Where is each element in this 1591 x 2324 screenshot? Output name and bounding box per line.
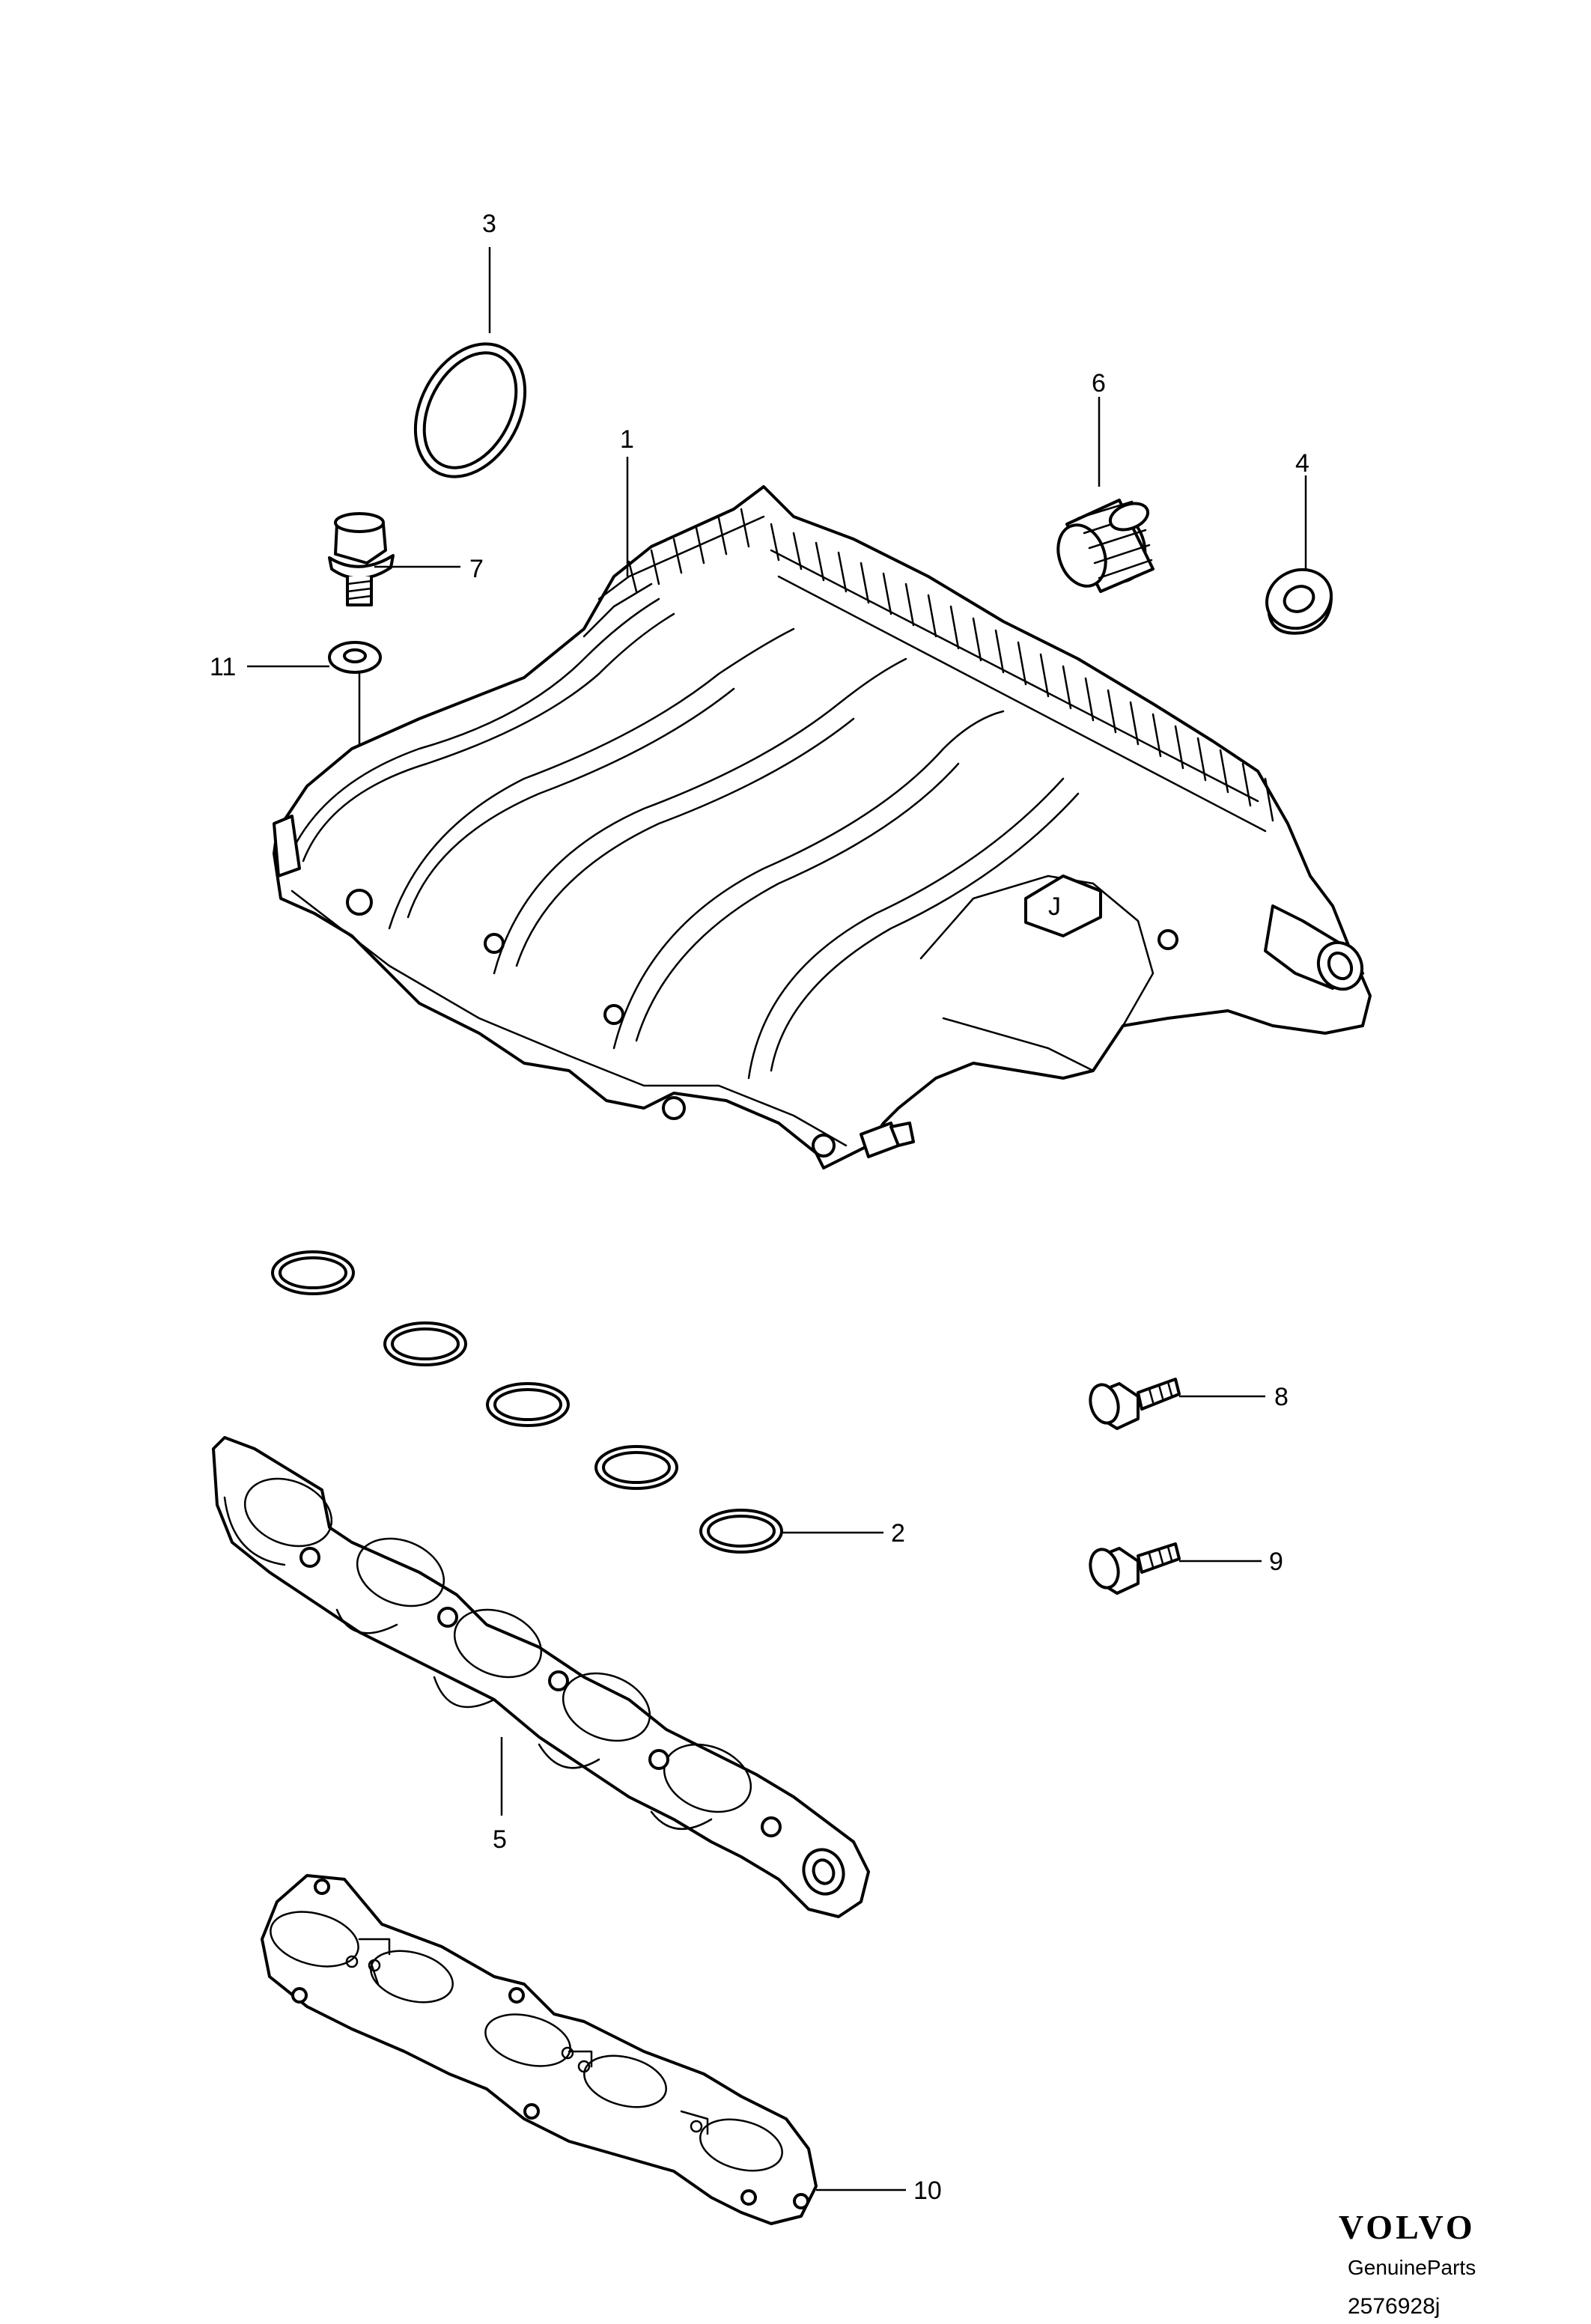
- leader-lines: [247, 247, 1307, 2191]
- callout-4: 4: [1295, 449, 1309, 478]
- part-10-gasket: [261, 1874, 818, 2225]
- callout-1: 1: [620, 425, 634, 454]
- callout-8: 8: [1274, 1383, 1289, 1411]
- part-7-bolt: [328, 512, 395, 606]
- callout-6: 6: [1092, 369, 1106, 398]
- diagram-number: 2576928j: [1348, 2294, 1440, 2319]
- callout-9: 9: [1269, 1548, 1283, 1576]
- part-3-o-ring: [413, 342, 527, 478]
- part-5-flange: [212, 1436, 870, 1918]
- callout-7: 7: [469, 555, 484, 583]
- sensor-marking: J: [1048, 892, 1061, 921]
- part-8-screw: [1089, 1378, 1181, 1430]
- part-11-washer: [328, 641, 382, 674]
- genuine-parts-label: GenuineParts: [1348, 2256, 1476, 2279]
- callout-10: 10: [913, 2177, 942, 2205]
- callout-3: 3: [482, 210, 496, 238]
- part-6-plug: [1056, 499, 1155, 593]
- callout-5: 5: [493, 1825, 507, 1854]
- callout-2: 2: [891, 1519, 905, 1548]
- part-1-intake-manifold: J: [273, 485, 1372, 1169]
- part-2-o-rings: [271, 1250, 783, 1554]
- part-4-washer: [1265, 568, 1333, 635]
- volvo-logo: VOLVO: [1339, 2208, 1476, 2246]
- part-9-screw: [1089, 1542, 1181, 1595]
- callout-11: 11: [210, 653, 236, 681]
